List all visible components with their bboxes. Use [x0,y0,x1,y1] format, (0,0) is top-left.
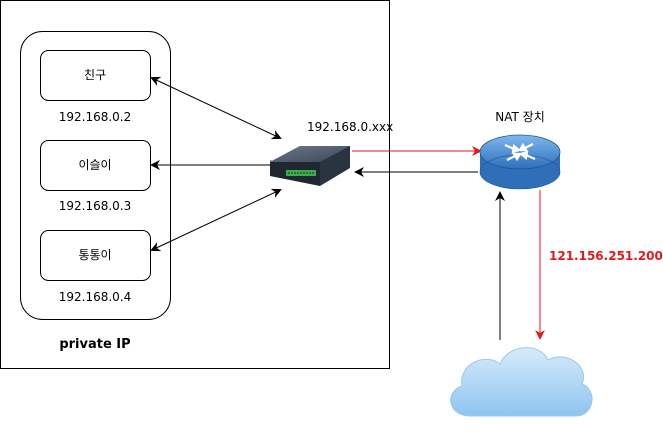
nat-device-label: NAT 장치 [495,110,545,124]
device-name: 이슬이 [78,158,112,172]
switch-ip-label: 192.168.0.xxx [307,120,394,134]
device-ip: 192.168.0.3 [58,199,132,213]
device-ip: 192.168.0.2 [58,110,132,124]
host-box-1 [40,50,151,101]
public-ip-label: 121.156.251.200 [549,249,663,263]
private-ip-label: private IP [59,337,131,352]
network-switch-icon [270,146,350,186]
host-box-3 [40,230,151,281]
device-ip: 192.168.0.4 [58,290,132,304]
router-icon [479,134,561,190]
cloud-icon [450,347,593,417]
link-host3-switch [150,188,282,252]
device-name: 친구 [83,68,107,82]
diagram-canvas [0,0,593,417]
device-name: 통통이 [78,248,112,262]
network-diagram: 친구 192.168.0.2 이슬이 192.168.0.3 통통이 192.1… [0,0,663,417]
link-host1-switch [150,76,282,140]
